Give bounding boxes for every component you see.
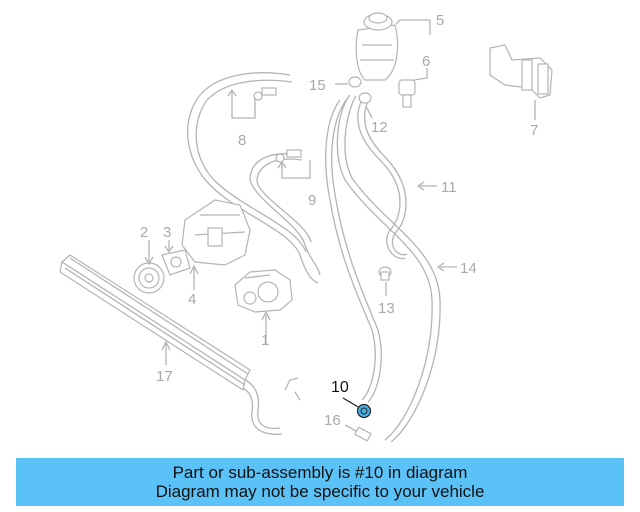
fitting-8 [261, 87, 277, 96]
callout-11: 11 [441, 179, 457, 196]
callout-5: 5 [436, 12, 444, 29]
callout-7: 7 [530, 122, 538, 139]
callout-15: 15 [309, 77, 326, 94]
leader-17 [161, 340, 171, 365]
clamp-12 [358, 92, 372, 104]
leader-2 [144, 240, 154, 266]
info-banner: Part or sub-assembly is #10 in diagram D… [16, 458, 624, 506]
hose-11-inner [364, 100, 408, 256]
hose-14 [336, 94, 433, 441]
clamp-15 [348, 76, 362, 88]
line-9 [249, 153, 321, 276]
housing-4 [181, 199, 251, 266]
pump-1 [234, 269, 293, 313]
highlighted-part-10 [342, 397, 372, 419]
cap-6 [398, 79, 416, 108]
leader-12 [365, 105, 373, 119]
callout-14: 14 [460, 260, 477, 277]
banner-line-part: Part or sub-assembly is #10 in diagram [172, 463, 468, 482]
gasket-3 [161, 249, 191, 276]
callout-2: 2 [140, 224, 148, 241]
leader-9 [277, 160, 311, 179]
washer-8 [253, 91, 263, 101]
callout-8: 8 [238, 132, 246, 149]
bracket-7 [489, 44, 553, 99]
callout-4: 4 [188, 291, 196, 308]
leader-6 [413, 68, 428, 81]
line-9-d [331, 99, 382, 403]
leader-3 [164, 240, 174, 254]
line-8-b [195, 79, 307, 253]
line-8 [187, 72, 319, 284]
line-9-c [325, 99, 376, 401]
washer-9 [275, 153, 285, 163]
leader-11 [416, 181, 437, 191]
callout-1: 1 [261, 332, 269, 349]
plug-13 [378, 266, 392, 281]
callout-3: 3 [163, 224, 171, 241]
callout-12: 12 [371, 119, 388, 136]
fitting-9 [286, 149, 302, 158]
callout-9: 9 [308, 192, 316, 209]
callout-16: 16 [324, 412, 341, 429]
callout-17: 17 [156, 368, 173, 385]
callout-13: 13 [378, 300, 395, 317]
reservoir-5 [355, 12, 399, 81]
hose-14-inner [344, 95, 441, 443]
leader-5 [395, 19, 431, 35]
leader-1 [261, 310, 271, 345]
banner-line-disclaimer: Diagram may not be specific to your vehi… [155, 482, 485, 501]
pulley-2 [133, 262, 165, 294]
fitting-16 [344, 424, 372, 442]
parts-diagram: 1 2 3 4 5 6 7 8 9 10 11 12 13 14 15 16 1… [59, 12, 553, 443]
cooler-17 [59, 254, 301, 435]
leader-8 [227, 89, 256, 119]
leader-4 [189, 264, 199, 290]
hose-11 [357, 99, 406, 260]
leader-14 [436, 262, 457, 272]
callout-10: 10 [331, 379, 349, 396]
callout-6: 6 [422, 53, 430, 70]
